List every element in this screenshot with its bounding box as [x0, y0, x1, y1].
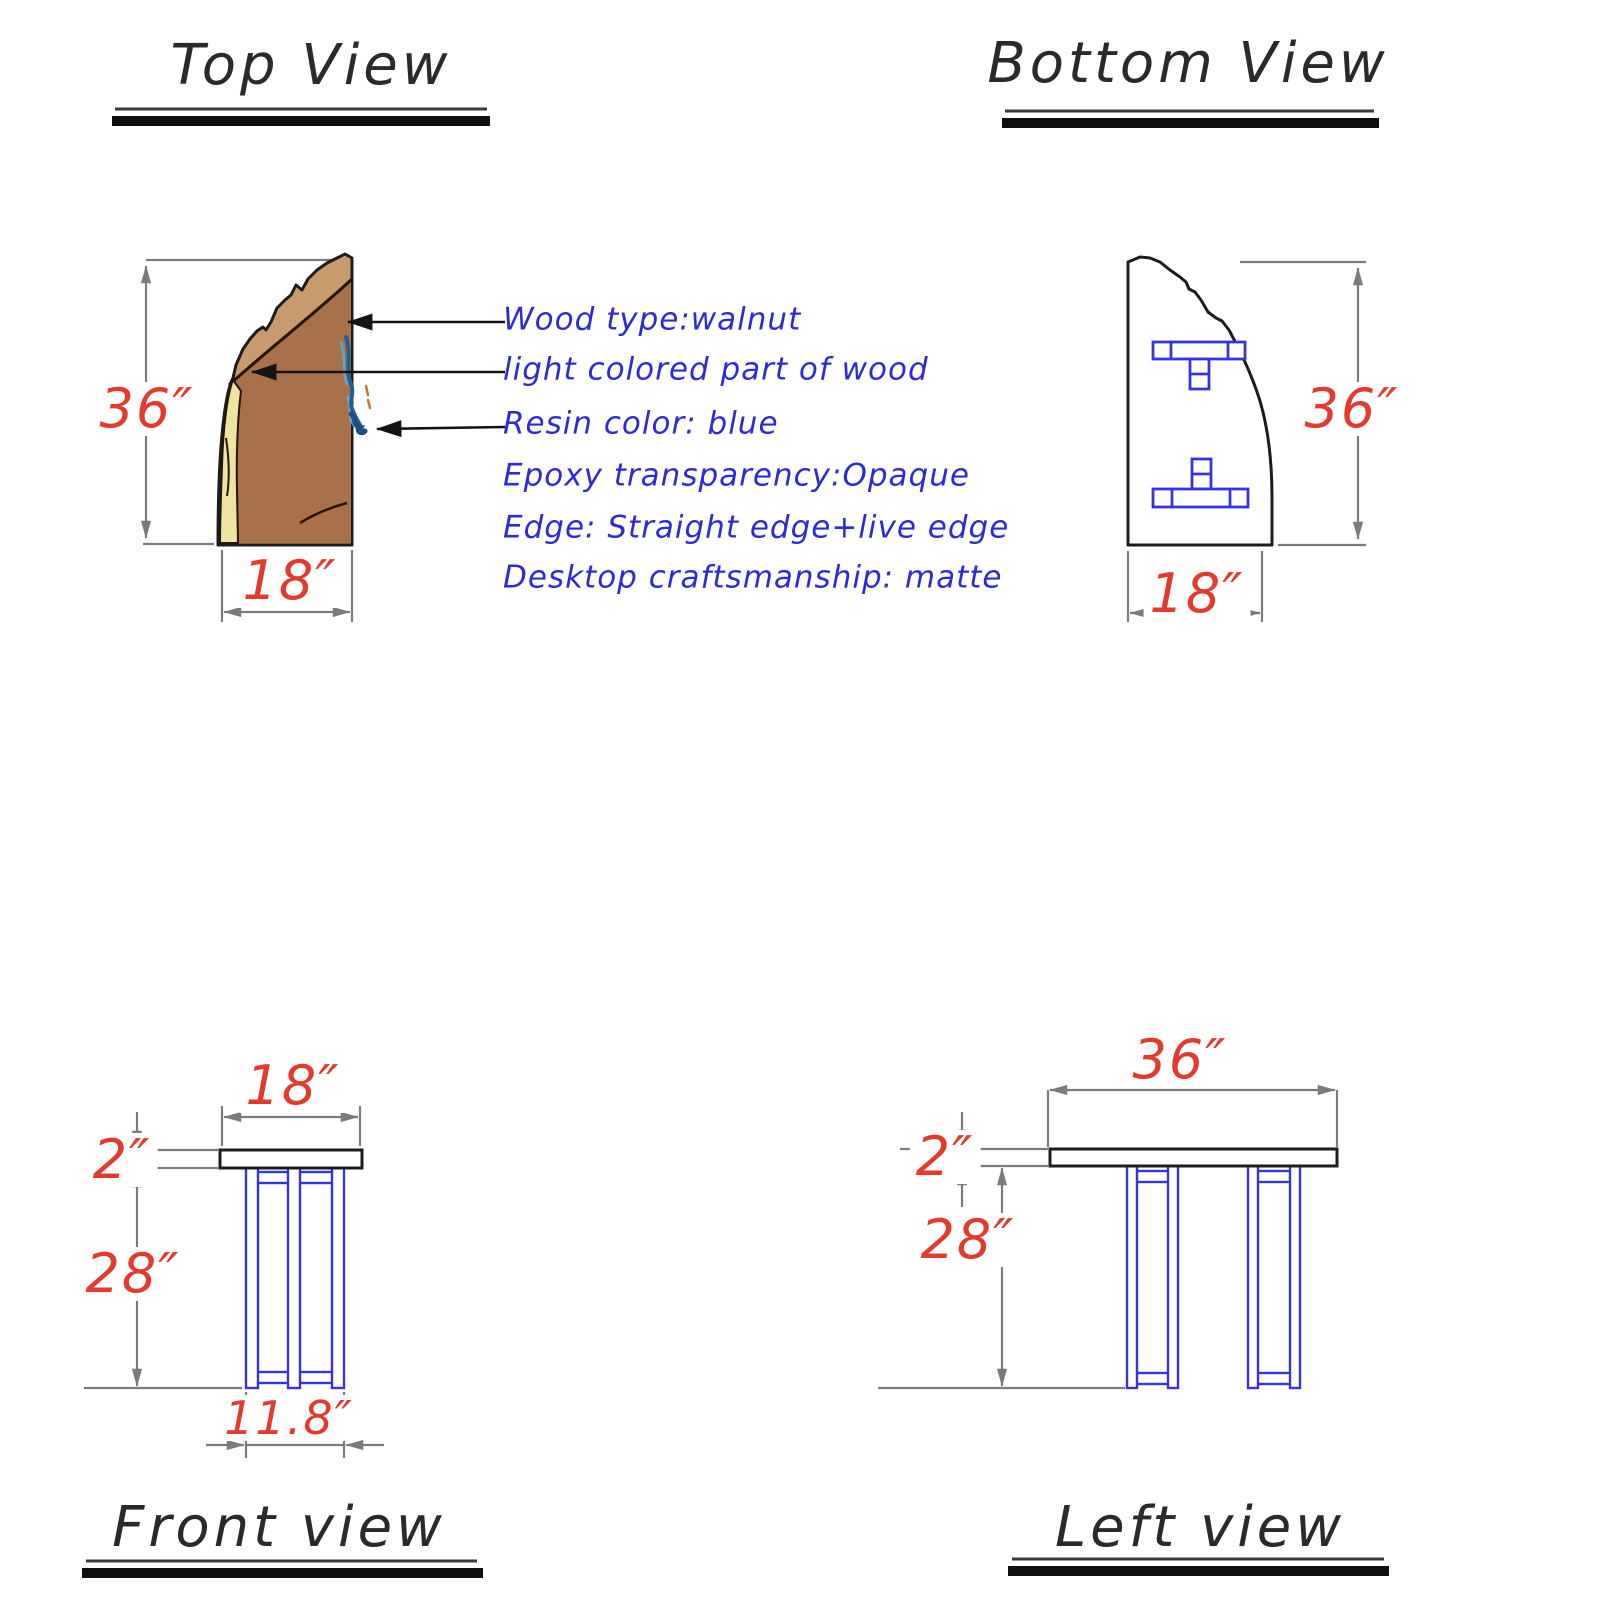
front-view-legs: [244, 1166, 346, 1390]
bottom-view-underline-thick: [1002, 118, 1379, 128]
top-view-slab: [216, 252, 372, 547]
slab-grain-line-2: [225, 437, 230, 497]
slab-grain-boundary: [227, 277, 354, 387]
annotation-wood-type: Wood type:walnut: [503, 301, 802, 338]
top-view-underline-thick: [112, 116, 490, 126]
top-view-title: Top View: [170, 33, 452, 98]
bottom-view-leg-brackets: [1151, 340, 1250, 509]
front-view-thickness-dim: 2″: [86, 1133, 158, 1187]
left-view-thickness-dim: 2″: [909, 1130, 981, 1184]
annotation-desktop-craftsmanship: Desktop craftsmanship: matte: [503, 559, 1003, 596]
bottom-view-group: [1002, 109, 1379, 622]
top-view-width-dim: 18″: [236, 554, 344, 608]
left-view-tabletop: [1048, 1147, 1339, 1168]
top-view-dimensions: [140, 258, 354, 622]
bottom-view-width-dim: 18″: [1143, 567, 1251, 621]
slab-dark-body: [220, 280, 351, 543]
top-view-group: [112, 107, 506, 622]
bottom-view-height-dim: 36″: [1298, 382, 1406, 436]
front-view-tabletop: [218, 1148, 364, 1170]
front-view-underline-thick: [82, 1568, 483, 1578]
bottom-view-title: Bottom View: [987, 31, 1389, 96]
annotation-resin-color: Resin color: blue: [503, 405, 779, 442]
bottom-view-outline: [1126, 255, 1274, 547]
annotation-epoxy-transparency: Epoxy transparency:Opaque: [503, 457, 970, 494]
annotation-edge-style: Edge: Straight edge+live edge: [503, 509, 1010, 546]
slab-resin-vein: [339, 335, 372, 436]
top-view-height-dim: 36″: [93, 382, 201, 436]
annotation-light-part: light colored part of wood: [503, 351, 929, 388]
left-view-width-dim: 36″: [1126, 1033, 1234, 1087]
front-view-title: Front view: [112, 1495, 446, 1560]
left-view-underline-thick: [1008, 1566, 1389, 1576]
front-view-width-dim: 18″: [239, 1059, 347, 1113]
left-view-legs: [1125, 1164, 1302, 1390]
slab-pale-strip: [218, 377, 243, 544]
left-view-leg-height-dim: 28″: [914, 1213, 1022, 1267]
front-view-leg-span-dim: 11.8″: [218, 1395, 360, 1441]
front-view-leg-height-dim: 28″: [79, 1247, 187, 1301]
left-view-title: Left view: [1054, 1495, 1346, 1560]
annotation-leaders: [250, 313, 506, 438]
slab-grain-line-1: [299, 501, 348, 525]
front-view-group: [82, 1106, 483, 1578]
